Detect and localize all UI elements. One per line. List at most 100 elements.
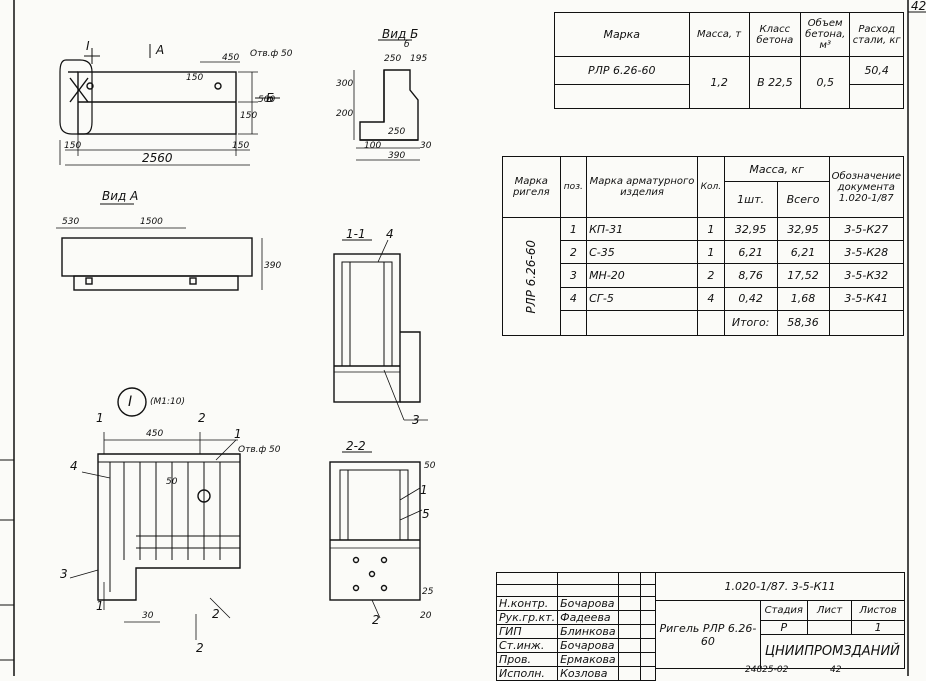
bottom-code: 24825-02	[745, 665, 789, 675]
spec-total-empty-3	[697, 309, 725, 337]
sign-1	[617, 596, 642, 611]
dim-530: 530	[62, 217, 80, 227]
dim-150-top: 150	[186, 73, 204, 83]
dim-500: 500	[258, 95, 276, 105]
dim-150-right: 150	[232, 141, 250, 151]
marker-a: А	[156, 43, 165, 57]
sign-3	[617, 624, 642, 639]
spec-pos-3: 3	[559, 263, 588, 288]
spec-mark-3: МН-20	[586, 263, 699, 288]
dim-390-b: 390	[264, 261, 282, 271]
name-5: Ермакова	[557, 652, 619, 667]
title-sheets-v: 1	[851, 620, 905, 635]
dim-30-node: 30	[142, 611, 154, 621]
spec-pos-2: 2	[559, 240, 588, 265]
title-sheet-h: Лист	[806, 600, 853, 621]
spec-one-4: 0,42	[723, 286, 778, 311]
role-5: Пров.	[495, 652, 559, 667]
role-6: Исполн.	[495, 666, 559, 681]
title-sheet-v	[806, 620, 853, 635]
dim-2560: 2560	[142, 151, 173, 165]
sign-2	[617, 610, 642, 625]
spec-doc-4: 3-5-К41	[828, 286, 905, 311]
marker-2-top: 2	[198, 411, 206, 425]
callout-3-node: 3	[60, 567, 68, 581]
top-volume: 0,5	[800, 56, 851, 109]
hole-label-node: Отв.ф 50	[238, 445, 281, 455]
dim-1500: 1500	[140, 217, 163, 227]
dim-300: 300	[336, 79, 354, 89]
marker-1-top: 1	[96, 411, 104, 425]
node-scale: (М1:10)	[150, 397, 185, 407]
dim-50-node: 50	[166, 477, 178, 487]
spec-doc-2: 3-5-К28	[828, 240, 905, 265]
callout-4-node: 4	[70, 459, 78, 473]
view-a-title: Вид А	[102, 189, 139, 203]
top-empty-2	[849, 84, 904, 109]
role-4: Ст.инж.	[495, 638, 559, 653]
spec-h-doc: Обозначение документа 1.020-1/87	[828, 155, 905, 219]
top-h-class: Класс бетона	[748, 12, 802, 57]
section-2-2-title: 2-2	[346, 439, 366, 453]
spec-qty-3: 2	[697, 263, 725, 288]
spec-all-2: 6,21	[776, 240, 830, 265]
view-b-title: Вид Б	[382, 27, 419, 41]
dim-50-s2: 50	[424, 461, 436, 471]
spec-doc-3: 3-5-К32	[828, 263, 905, 288]
title-code: 1.020-1/87. 3-5-К11	[655, 572, 905, 601]
spec-h-one: 1шт.	[723, 181, 778, 219]
spec-one-2: 6,21	[723, 240, 778, 265]
sign-6	[617, 666, 642, 681]
top-mark: РЛР 6.26-60	[554, 56, 690, 85]
name-1: Бочарова	[557, 596, 619, 611]
dim-25: 25	[422, 587, 434, 597]
callout-1-s2: 1	[420, 483, 428, 497]
node-marker: I	[86, 39, 90, 53]
sign-4	[617, 638, 642, 653]
top-table: Марка Масса, т Класс бетона Объем бетона…	[554, 12, 904, 109]
title-block-signatures: Н.контр. Бочарова Рук.гр.кт. Фадеева ГИП…	[495, 572, 656, 681]
top-h-mass: Масса, т	[688, 12, 750, 57]
spec-all-3: 17,52	[776, 263, 830, 288]
spec-pos-4: 4	[559, 286, 588, 311]
spec-all-1: 32,95	[776, 217, 830, 242]
dim-30: 30	[420, 141, 432, 151]
spec-total-empty-2	[586, 309, 699, 337]
title-name: Ригель РЛР 6.26-60	[655, 600, 761, 669]
sign-5	[617, 652, 642, 667]
top-h-steel: Расход стали, кг	[849, 12, 904, 57]
spec-table: Марка ригеля поз. Марка арматурного изде…	[502, 155, 905, 337]
view-b-sub: б	[404, 40, 410, 50]
name-6: Козлова	[557, 666, 619, 681]
top-h-volume: Объем бетона, м³	[800, 12, 851, 57]
spec-rigel: РЛР 6.26-60	[524, 239, 539, 314]
dim-20: 20	[420, 611, 432, 621]
spec-rigel-cell: РЛР 6.26-60	[502, 217, 561, 336]
node-circle-label: I	[128, 394, 133, 410]
name-4: Бочарова	[557, 638, 619, 653]
spec-total-empty-1	[559, 309, 588, 337]
name-3: Блинкова	[557, 624, 619, 639]
spec-h-all: Всего	[776, 181, 830, 219]
dim-250-b: 250	[388, 127, 406, 137]
spec-h-rigel: Марка ригеля	[502, 155, 561, 219]
role-3: ГИП	[495, 624, 559, 639]
top-empty-1	[554, 84, 690, 109]
callout-2-s2: 2	[372, 613, 380, 627]
callout-5-s2: 5	[422, 507, 430, 521]
spec-one-1: 32,95	[723, 217, 778, 242]
spec-h-mark: Марка арматурного изделия	[586, 155, 699, 219]
dim-195: 195	[410, 54, 428, 64]
title-stage-v: Р	[759, 620, 808, 635]
bottom-page: 42	[830, 665, 842, 675]
title-org: ЦНИИПРОМЗДАНИЙ	[759, 634, 906, 669]
title-sheets-h: Листов	[851, 600, 905, 621]
spec-pos-1: 1	[559, 217, 588, 242]
role-1: Н.контр.	[495, 596, 559, 611]
dim-450-node: 450	[146, 429, 164, 439]
spec-h-mass: Масса, кг	[723, 155, 830, 183]
dim-250: 250	[384, 54, 402, 64]
